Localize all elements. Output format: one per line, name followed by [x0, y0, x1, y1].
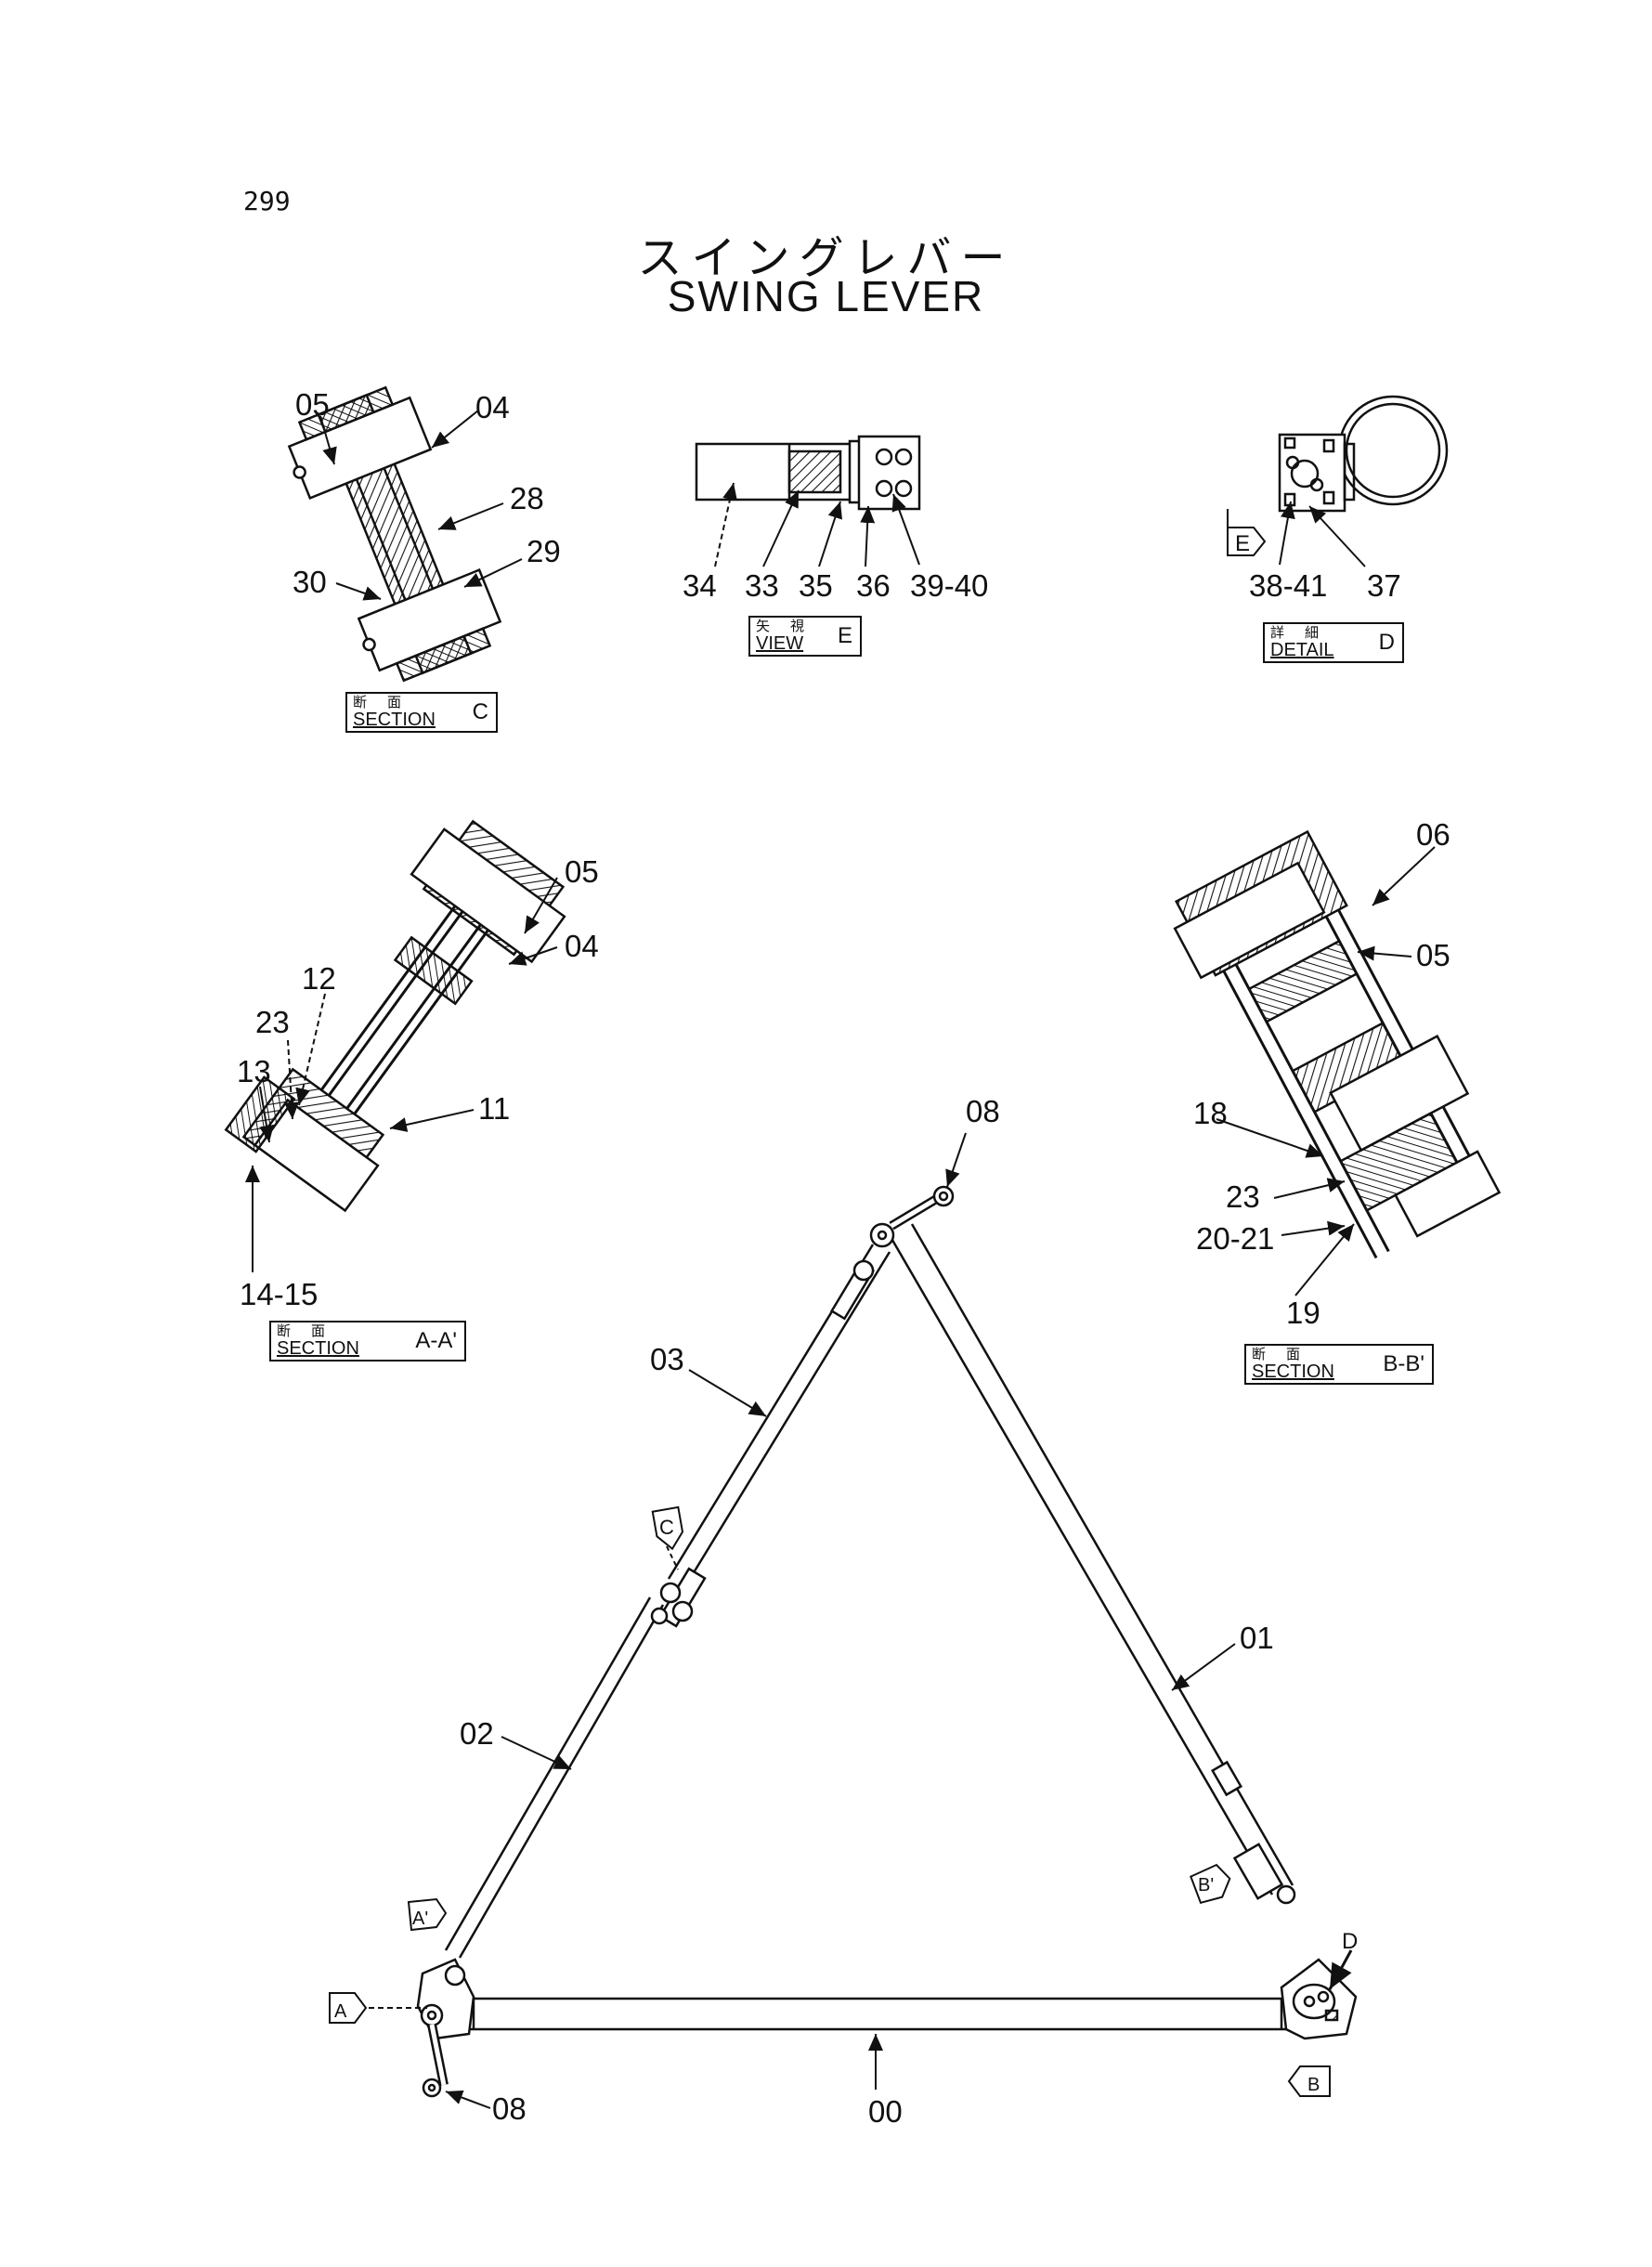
callout-08-top: 08	[966, 1094, 1000, 1128]
marker-a-letter: A	[334, 2001, 347, 2022]
marker-c-letter: C	[659, 1516, 674, 1539]
callout-01: 01	[1240, 1621, 1274, 1655]
section-aa-callouts: 05 04 12 23 13 11 14-15	[237, 854, 599, 1311]
callout-03: 03	[650, 1342, 684, 1376]
callout-35: 35	[799, 568, 833, 603]
marker-c: C	[651, 1505, 684, 1551]
view-e-drawing	[695, 435, 921, 511]
section-bb-callouts: 06 05 18 23 20-21 19	[1193, 817, 1450, 1330]
section-aa-label-jp: 断面	[277, 1323, 346, 1339]
callout-05: 05	[565, 854, 599, 889]
callout-36: 36	[856, 568, 891, 603]
main-assembly-callouts: 08 03 01 02 00 08 D	[460, 1094, 1358, 2129]
detail-d-label-jp: 詳細	[1270, 625, 1340, 641]
callout-19: 19	[1286, 1296, 1320, 1330]
section-c-callouts: 05 04 28 29 30	[293, 387, 561, 599]
marker-b-prime-letter: B'	[1198, 1875, 1214, 1896]
title-japanese: スイングレバー	[637, 232, 1015, 284]
callout-28: 28	[510, 481, 544, 515]
callout-06: 06	[1416, 817, 1450, 852]
callout-04: 04	[565, 929, 599, 963]
callout-23: 23	[255, 1005, 290, 1039]
view-e-label-en: VIEW	[756, 633, 804, 654]
detail-d-label-id: D	[1378, 630, 1395, 655]
callout-12: 12	[302, 961, 336, 996]
callout-29: 29	[527, 534, 561, 568]
section-bb-leaders	[1216, 846, 1436, 1296]
callout-05: 05	[1416, 938, 1450, 972]
detail-d-callouts: 38-41 37	[1249, 568, 1401, 603]
callout-d: D	[1342, 1929, 1358, 1954]
section-bb-drawing	[1173, 829, 1502, 1259]
marker-a: A	[329, 1992, 368, 2024]
section-c-drawing	[287, 385, 502, 683]
marker-e-letter: E	[1235, 531, 1250, 556]
marker-b: B	[1287, 2065, 1331, 2097]
section-c-label-en: SECTION	[353, 710, 436, 730]
marker-e: E	[1227, 509, 1267, 556]
detail-d-label-box: 詳細 DETAIL D	[1263, 622, 1404, 663]
callout-13: 13	[237, 1054, 271, 1088]
callout-00: 00	[868, 2094, 903, 2129]
callout-30: 30	[293, 565, 327, 599]
callout-23: 23	[1226, 1179, 1260, 1214]
section-c-label-jp: 断面	[353, 695, 423, 710]
view-e-label-id: E	[837, 623, 852, 648]
view-e-label-box: 矢視 VIEW E	[748, 616, 862, 657]
marker-b-letter: B	[1307, 2075, 1320, 2095]
callout-02: 02	[460, 1716, 494, 1751]
detail-d-label-en: DETAIL	[1270, 640, 1334, 660]
section-bb-label-box: 断面 SECTION B-B'	[1244, 1344, 1434, 1385]
view-e-leaders	[714, 482, 920, 567]
title-english: SWING LEVER	[667, 272, 985, 320]
section-bb-label-en: SECTION	[1252, 1362, 1334, 1382]
section-aa-leaders	[245, 877, 558, 1272]
callout-14-15: 14-15	[240, 1277, 318, 1311]
callout-38-41: 38-41	[1249, 568, 1327, 603]
view-e-label-jp: 矢視	[756, 619, 826, 634]
marker-a-prime-letter: A'	[412, 1909, 428, 1929]
section-c-label-box: 断面 SECTION C	[345, 692, 498, 733]
callout-18: 18	[1193, 1096, 1228, 1130]
section-bb-label-jp: 断面	[1252, 1347, 1321, 1362]
callout-04: 04	[475, 390, 510, 424]
detail-d-drawing	[1278, 395, 1449, 513]
main-assembly	[416, 1185, 1358, 2098]
callout-37: 37	[1367, 568, 1401, 603]
marker-a-prime: A'	[407, 1897, 448, 1932]
section-bb-label-id: B-B'	[1383, 1351, 1424, 1376]
marker-b-prime: B'	[1190, 1863, 1231, 1905]
section-aa-label-id: A-A'	[415, 1328, 457, 1353]
section-aa-label-en: SECTION	[277, 1338, 359, 1359]
section-c-leaders	[319, 410, 523, 601]
section-c-label-id: C	[472, 699, 488, 724]
detail-d-leaders	[1279, 501, 1366, 567]
section-aa-label-box: 断面 SECTION A-A'	[269, 1321, 466, 1362]
view-e-callouts: 34 33 35 36 39-40	[683, 568, 988, 603]
callout-20-21: 20-21	[1196, 1221, 1274, 1256]
callout-08-bottom: 08	[492, 2091, 527, 2126]
callout-34: 34	[683, 568, 717, 603]
callout-05: 05	[295, 387, 330, 422]
page-number: 299	[243, 186, 291, 216]
callout-33: 33	[745, 568, 779, 603]
callout-39-40: 39-40	[910, 568, 988, 603]
main-assembly-leaders	[369, 1132, 1353, 2109]
callout-11: 11	[478, 1091, 510, 1126]
